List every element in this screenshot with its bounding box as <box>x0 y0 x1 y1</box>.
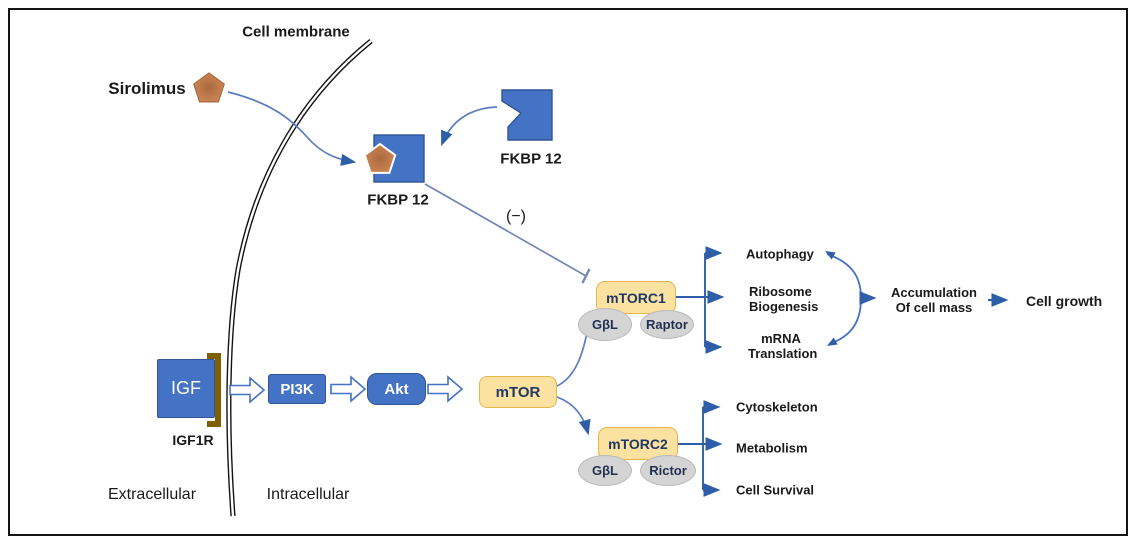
mtorc1-node-label: mTORC1 <box>606 289 666 306</box>
intracellular-label: Intracellular <box>266 486 350 503</box>
mtorc1-node: mTORC1 <box>596 281 676 314</box>
fkbp12-binding-arrow <box>441 106 498 147</box>
mtorc2-node: mTORC2 <box>598 427 678 460</box>
igf1r-bracket-icon <box>207 353 221 427</box>
akt-node: Akt <box>367 373 426 405</box>
fkbp12-bound-label: FKBP 12 <box>367 191 429 209</box>
mtorc2-gbl-subunit: GβL <box>578 455 632 486</box>
mtorc2-rictor-label: Rictor <box>649 463 687 478</box>
mtorc2-node-label: mTORC2 <box>608 435 668 452</box>
output-mrna-translation: mRNA Translation <box>748 331 818 361</box>
mtor-node-label: mTOR <box>495 383 541 401</box>
fkbp12-free-shape <box>501 89 553 141</box>
mtor-node: mTOR <box>479 376 557 408</box>
output-cytoskeleton: Cytoskeleton <box>736 399 818 415</box>
output-ribosome-biogenesis: Ribosome Biogenesis <box>749 284 818 314</box>
cell-membrane-curve <box>226 38 373 517</box>
accumulation-arc <box>825 251 877 346</box>
pi3k-node: PI3K <box>268 374 326 404</box>
output-metabolism: Metabolism <box>736 440 808 456</box>
sirolimus-binding-arrow <box>227 91 357 166</box>
ribosome-line1: Ribosome <box>749 284 812 299</box>
sirolimus-label: Sirolimus <box>108 79 186 98</box>
block-arrow-igf-pi3k-icon <box>229 376 266 404</box>
ribosome-line2: Biogenesis <box>749 299 819 314</box>
inhibition-line <box>424 183 591 284</box>
block-arrow-akt-mtor-icon <box>427 375 464 403</box>
mrna-line2: Translation <box>748 346 818 361</box>
accumulation-line1: Accumulation <box>891 285 977 300</box>
sirolimus-pentagon-icon <box>193 72 225 103</box>
cell-growth-label: Cell growth <box>1026 293 1103 309</box>
mtorc1-output-branch <box>676 246 725 354</box>
output-cell-survival: Cell Survival <box>736 482 815 498</box>
mtor-to-mtorc2-arrow <box>556 396 591 436</box>
igf1r-label: IGF1R <box>172 432 214 448</box>
diagram-frame <box>8 8 1128 536</box>
extracellular-label: Extracellular <box>107 486 197 503</box>
accumulation-line2: Of cell mass <box>895 300 973 315</box>
mtorc1-gbl-subunit: GβL <box>578 308 632 341</box>
inhibition-minus-label: (−) <box>506 208 526 225</box>
mtorc2-gbl-label: GβL <box>592 463 618 478</box>
mtorc1-raptor-subunit: Raptor <box>640 310 694 339</box>
mtorc1-raptor-label: Raptor <box>646 317 688 332</box>
pi3k-node-label: PI3K <box>280 380 314 398</box>
akt-node-label: Akt <box>384 380 409 398</box>
fkbp12-bound-shape <box>363 134 425 183</box>
igf-node-label: IGF <box>171 378 201 398</box>
mrna-line1: mRNA <box>761 331 801 346</box>
mtorc2-output-branch <box>678 400 723 497</box>
accumulation-label: Accumulation Of cell mass <box>889 285 979 315</box>
mtorc1-gbl-label: GβL <box>592 317 618 332</box>
block-arrow-pi3k-akt-icon <box>330 375 367 403</box>
cell-membrane-label: Cell membrane <box>242 23 350 41</box>
output-autophagy: Autophagy <box>746 246 814 262</box>
mtorc2-rictor-subunit: Rictor <box>640 455 696 486</box>
igf-node: IGF <box>157 359 215 418</box>
fkbp12-free-label: FKBP 12 <box>500 150 562 168</box>
